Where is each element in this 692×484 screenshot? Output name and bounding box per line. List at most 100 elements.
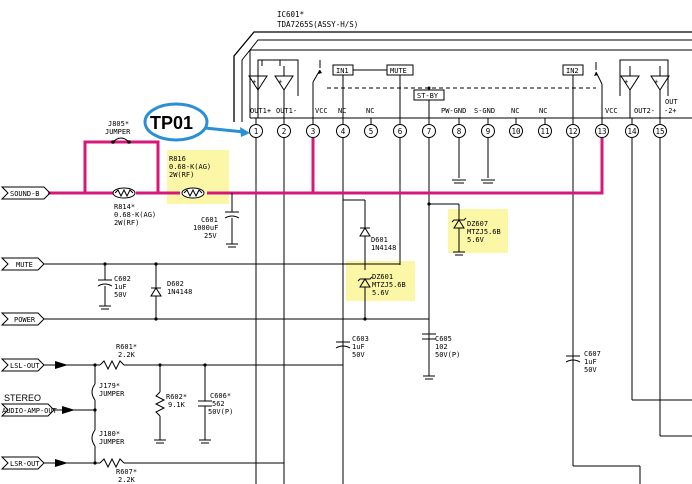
dz607-voltage: 5.6V xyxy=(467,236,485,244)
connector-lsr-out-label: LSR-OUT xyxy=(10,460,40,468)
pin-label-15b: -2+ xyxy=(664,107,677,115)
ic-pin-12: 12 xyxy=(566,118,580,138)
pin-label-13: VCC xyxy=(605,107,618,115)
c605-capacitor xyxy=(422,333,436,380)
r607-ref: R607* xyxy=(116,468,137,476)
c601-value: 1000uF xyxy=(193,224,218,232)
j179-ref: J179* xyxy=(99,382,120,390)
tp01-callout-bubble xyxy=(143,102,209,142)
dz607-type: MTZJ5.6B xyxy=(467,228,501,236)
c603-capacitor xyxy=(335,341,351,349)
ic-pin-13-number: 13 xyxy=(597,127,606,136)
c601-voltage: 25V xyxy=(204,232,217,240)
connector-audio-amp-out xyxy=(0,403,95,417)
d602-diode xyxy=(150,264,162,319)
dz601-ref: DZ601 xyxy=(372,273,393,281)
d601-diode xyxy=(359,200,371,270)
tp01-label: TP01 xyxy=(150,113,193,133)
ic-pin-14-number: 14 xyxy=(627,127,637,136)
ic-pin-10: 10 xyxy=(509,118,523,138)
amp-block-1: + + xyxy=(248,59,299,118)
c602-voltage: 50V xyxy=(114,291,127,299)
connector-power-label: POWER xyxy=(14,316,36,324)
ic-ref-label: IC601* xyxy=(277,10,304,19)
ic-pin-2: 2 xyxy=(277,118,291,138)
dz607-ref: DZ607 xyxy=(467,220,488,228)
ic-pin-14: 14 xyxy=(625,118,639,138)
ic-pin-11-number: 11 xyxy=(540,127,549,136)
j805-type: JUMPER xyxy=(105,128,131,136)
svg-text:+: + xyxy=(654,78,658,86)
highlight-dz607 xyxy=(448,209,508,253)
ic-pin-8-number: 8 xyxy=(457,127,462,136)
connector-lsl-out xyxy=(0,358,100,372)
c603-ref: C603 xyxy=(352,335,369,343)
c602-value: 1uF xyxy=(114,283,127,291)
ic-part-label: TDA7265S(ASSY-H/S) xyxy=(277,20,358,29)
block-in2-label: IN2 xyxy=(566,67,579,75)
c607-voltage: 50V xyxy=(584,366,597,374)
svg-text:+: + xyxy=(252,78,256,86)
ic-pin-9: 9 xyxy=(481,118,495,138)
j180-type: JUMPER xyxy=(99,438,125,446)
r601-value: 2.2K xyxy=(118,351,136,359)
ic-pin-1: 1 xyxy=(249,118,263,138)
c606-value: 562 xyxy=(212,400,225,408)
dz601-voltage: 5.6V xyxy=(372,289,390,297)
ic-pin-1-number: 1 xyxy=(254,127,259,136)
svg-text:+: + xyxy=(278,78,282,86)
ic-pin-15-number: 15 xyxy=(655,127,664,136)
pin-label-11: NC xyxy=(539,107,547,115)
highlight-dz601 xyxy=(346,261,415,301)
r816-rating: 2W(RF) xyxy=(169,171,194,179)
c606-capacitor xyxy=(198,365,212,444)
d602-type: 1N4148 xyxy=(167,288,192,296)
dz601-type: MTZJ5.6B xyxy=(372,281,406,289)
j179-jumper xyxy=(91,365,96,430)
ic-pin-12-number: 12 xyxy=(568,127,577,136)
ic-pin-6-number: 6 xyxy=(398,127,403,136)
j179-type: JUMPER xyxy=(99,390,125,398)
connector-power xyxy=(0,312,45,326)
d602-ref: D602 xyxy=(167,280,184,288)
ic-pin-4-number: 4 xyxy=(341,127,346,136)
c605-voltage: 50V(P) xyxy=(435,351,460,359)
ic-pin-15: 15 xyxy=(653,118,667,138)
ic-pin-8: 8 xyxy=(452,118,466,138)
pin-label-3: VCC xyxy=(315,107,328,115)
pin-label-1: OUT1+ xyxy=(250,107,271,115)
pin-label-5: NC xyxy=(366,107,374,115)
connector-lsl-out-label: LSL-OUT xyxy=(10,362,40,370)
j805-jumper xyxy=(111,137,131,144)
r602-ref: R602* xyxy=(166,393,187,401)
connector-sound-b-label: SOUND-B xyxy=(10,190,40,198)
ic-pin-7-number: 7 xyxy=(427,127,432,136)
c601-capacitor xyxy=(224,211,240,248)
d601-type: 1N4148 xyxy=(371,244,396,252)
j180-jumper xyxy=(91,429,96,463)
r601-resistor xyxy=(93,359,343,371)
r816-ref: R816 xyxy=(169,155,186,163)
pin-labels: OUT1+ OUT1- VCC NC NC PW-GND S-GND NC NC… xyxy=(250,98,678,115)
r814-resistor xyxy=(112,187,136,199)
j805-ref: J805* xyxy=(108,120,129,128)
block-stby-label: ST-BY xyxy=(417,92,439,100)
block-mute-label: MUTE xyxy=(390,67,407,75)
ic-pin-6: 6 xyxy=(393,118,407,138)
highlight-power-path xyxy=(48,138,604,195)
c606-ref: C606* xyxy=(210,392,231,400)
connector-mute xyxy=(0,257,45,271)
ic-pin-2-number: 2 xyxy=(282,127,287,136)
connector-lsr-out xyxy=(0,456,284,470)
c602-capacitor xyxy=(97,264,113,310)
r816-resistor xyxy=(181,187,205,199)
ic-pin-5: 5 xyxy=(364,118,378,138)
c603-value: 1uF xyxy=(352,343,365,351)
ground-pin8 xyxy=(452,179,466,184)
switch-vcc-right xyxy=(594,62,603,118)
amp-block-2: + + xyxy=(619,59,670,118)
tp01-arrow xyxy=(204,126,245,134)
ic-pin-11: 11 xyxy=(538,118,552,138)
connector-audio-amp-out-label: AUDIO-AMP-OUT xyxy=(2,407,58,415)
